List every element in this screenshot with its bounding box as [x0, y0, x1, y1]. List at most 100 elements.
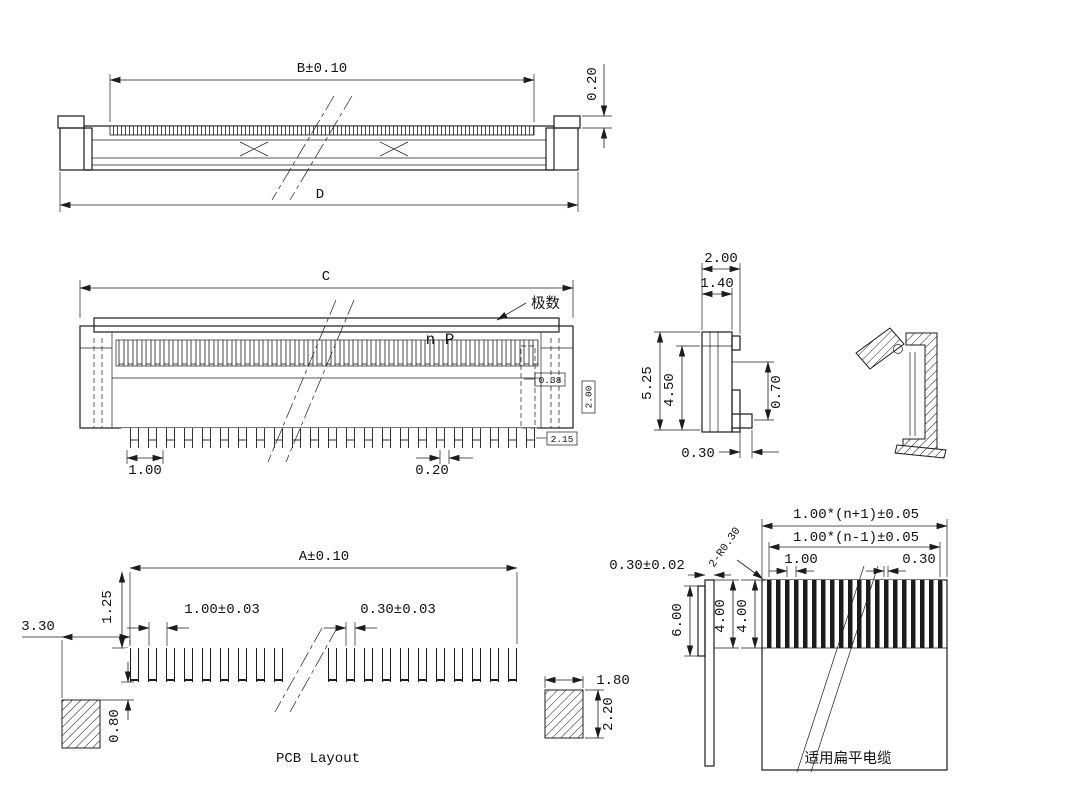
lever-pivot: [893, 344, 903, 354]
anchor-pad-left: [61, 699, 101, 749]
dim-600-label: 6.00: [670, 603, 686, 637]
solder-pin-row: [121, 428, 537, 448]
dim-corner-radius-label: 2-R0.30: [707, 525, 743, 570]
anchor-pad-right: [544, 689, 584, 739]
poles-label: 极数: [531, 295, 560, 312]
side-view: 2.00 1.40 5.25 4.50 0.70: [640, 251, 785, 462]
dim-400-a-label: 4.00: [713, 599, 729, 633]
dim-180-label: 1.80: [596, 673, 630, 689]
top-view-connector-body: [57, 95, 581, 201]
dim-conductor-width: 0.30: [866, 552, 936, 577]
ref-215-label: 2.15: [551, 434, 574, 445]
dim-pitch-100: 1.00: [126, 450, 164, 479]
front-view-connector-body: [79, 299, 574, 463]
poles-count-label: n P: [426, 331, 455, 349]
ref-dim-038: 0.38: [524, 372, 566, 387]
dim-400-b: 4.00: [735, 579, 766, 649]
dim-n-plus-1-label: 1.00*(n+1)±0.05: [793, 507, 919, 523]
dim-pad-pitch-label: 1.00±0.03: [184, 602, 260, 618]
stiffener: [697, 585, 706, 657]
ref-dim-200: 2.00: [581, 380, 596, 414]
stake-mark-left: [239, 141, 269, 157]
dim-pad-width-label: 0.30±0.03: [360, 602, 436, 618]
dim-side-200-label: 2.00: [704, 251, 738, 267]
dim-cable-pitch: 1.00: [769, 552, 818, 577]
dim-conductor-width-label: 0.30: [902, 552, 936, 568]
conductor-stripes: [766, 580, 943, 648]
dim-side-070: 0.70: [732, 361, 785, 421]
ref-dim-215: 2.15: [536, 431, 578, 446]
dim-side-200: 2.00: [701, 251, 741, 334]
ref-038-label: 0.38: [539, 375, 562, 386]
dim-corner-radius: 2-R0.30: [707, 525, 764, 580]
solder-foot-section: [894, 444, 947, 459]
dim-400-a: 4.00: [713, 579, 739, 649]
contact-slot-row: [115, 339, 539, 367]
dim-side-525: 5.25: [640, 331, 700, 431]
dim-080-label: 0.80: [107, 709, 123, 743]
break-line: [810, 565, 879, 773]
side-view-profile: [701, 331, 753, 433]
stake-mark-right: [379, 141, 409, 157]
cable-caption: 适用扁平电缆: [805, 750, 892, 767]
front-view: C 极数 n P 0.38: [79, 269, 596, 479]
dim-n-plus-1: 1.00*(n+1)±0.05: [761, 507, 948, 577]
dim-C: C: [79, 269, 574, 318]
dim-side-070-label: 0.70: [769, 375, 785, 409]
dim-B: B±0.10: [109, 61, 535, 122]
pcb-layout-view: A±0.10 1.25 3.30 1.00±0.03 0.30±0.03: [21, 549, 630, 767]
dim-side-450: 4.50: [662, 345, 700, 431]
pad-row-left: [125, 648, 285, 682]
dim-side-140-label: 1.40: [700, 276, 734, 292]
dim-180: 1.80: [544, 673, 630, 689]
dim-330-label: 3.30: [21, 619, 55, 635]
dim-pin-width-020: 0.20: [415, 450, 473, 479]
cable-front: [761, 565, 948, 773]
dim-d-label: D: [316, 187, 324, 203]
break-line: [289, 95, 353, 201]
pcb-layout-caption: PCB Layout: [276, 751, 360, 767]
dim-c-label: C: [322, 269, 330, 285]
dim-cable-thickness: 0.30±0.02: [609, 558, 731, 579]
ref-200-label: 2.00: [584, 385, 595, 408]
contact-teeth-row: [109, 125, 535, 136]
dim-side-030-label: 0.30: [681, 446, 715, 462]
dim-n-minus-1-label: 1.00*(n-1)±0.05: [793, 530, 919, 546]
dim-D: D: [59, 172, 579, 212]
dim-020-label: 0.20: [585, 67, 601, 101]
pad-row-right: [320, 648, 517, 682]
cable-side: [697, 579, 715, 767]
dim-b-label: B±0.10: [297, 61, 347, 77]
dim-220-label: 2.20: [601, 697, 617, 731]
dim-pin-width-label: 0.20: [415, 463, 449, 479]
dim-330: 3.30: [21, 619, 131, 698]
latch-detail-view: [855, 327, 947, 459]
break-line: [271, 95, 335, 201]
dim-220: 2.20: [585, 689, 617, 739]
actuator-lever-section: [855, 327, 905, 370]
dim-side-030: 0.30: [681, 430, 779, 462]
dim-pad-pitch: 1.00±0.03: [127, 602, 260, 646]
solder-lead: [732, 413, 753, 429]
break-line: [796, 565, 865, 773]
dim-600: 6.00: [670, 585, 698, 657]
dim-cable-pitch-label: 1.00: [784, 552, 818, 568]
dim-side-525-label: 5.25: [640, 366, 656, 400]
dim-pad-width: 0.30±0.03: [324, 602, 436, 646]
break-line: [289, 627, 338, 713]
dim-400-b-label: 4.00: [735, 599, 751, 633]
dim-pin-thickness: 0.20: [582, 64, 612, 148]
dim-side-450-label: 4.50: [662, 373, 678, 407]
dim-pitch-label: 1.00: [128, 463, 162, 479]
break-line: [267, 299, 337, 463]
housing-section: [902, 332, 938, 452]
dim-A: A±0.10: [129, 549, 518, 644]
cable-view: 1.00*(n+1)±0.05 1.00*(n-1)±0.05 1.00 0.3…: [609, 507, 948, 773]
dim-a-label: A±0.10: [299, 549, 349, 565]
dim-125-label: 1.25: [100, 590, 116, 624]
dim-side-140: 1.40: [700, 276, 734, 330]
dim-080: 0.80: [100, 662, 134, 743]
top-view: B±0.10 0.20 D: [57, 61, 612, 212]
